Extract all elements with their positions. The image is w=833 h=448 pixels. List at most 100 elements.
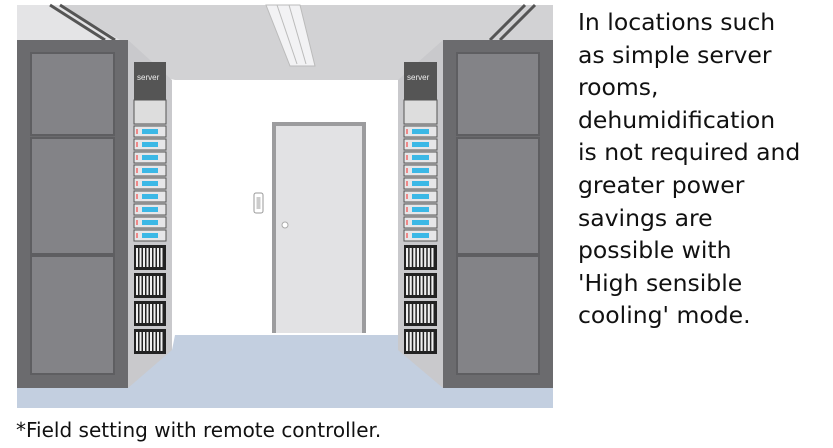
drive-slot <box>157 276 159 295</box>
drive-slot <box>157 332 159 351</box>
drive-slot <box>406 332 409 351</box>
server-led <box>136 129 138 134</box>
drive-slot <box>431 276 434 295</box>
description-line: dehumidification <box>578 105 776 134</box>
server-drive <box>412 168 429 173</box>
description-line: 'High sensible <box>578 268 743 297</box>
floor <box>17 335 553 408</box>
drive-slot <box>409 248 412 267</box>
rack-control-unit <box>403 99 438 125</box>
drive-slot <box>420 304 423 323</box>
rack-door-panel <box>456 137 540 255</box>
server-drive <box>142 142 158 147</box>
server-led <box>136 142 138 147</box>
server-drive <box>142 194 158 199</box>
drive-slot <box>409 332 412 351</box>
rack-label: server <box>137 73 160 82</box>
drive-slot <box>157 248 159 267</box>
door-knob <box>281 221 289 229</box>
door <box>272 122 366 333</box>
drive-slot <box>420 276 423 295</box>
drive-slot <box>420 248 423 267</box>
ceiling-edge <box>17 5 120 40</box>
server-drive <box>412 194 429 199</box>
drive-slot <box>413 304 416 323</box>
server-led <box>136 168 138 173</box>
description-line: savings are <box>578 203 713 232</box>
drive-slot <box>409 304 412 323</box>
server-led <box>136 220 138 225</box>
server-led <box>406 155 408 160</box>
drive-slot <box>160 276 163 295</box>
server-led <box>136 207 138 212</box>
left-server-rack: server <box>17 40 172 388</box>
description-line: rooms, <box>578 73 659 102</box>
drive-slot <box>160 304 163 323</box>
rack-door-panel <box>30 255 115 375</box>
drive-slot <box>146 276 149 295</box>
description-line: In locations such <box>578 8 776 36</box>
rack-label: server <box>407 73 430 82</box>
rack-control-unit <box>133 99 167 125</box>
drive-slot <box>424 248 427 267</box>
ceiling-rail <box>49 3 106 42</box>
drive-slot <box>420 332 423 351</box>
drive-slot <box>431 304 434 323</box>
drive-slot <box>139 332 142 351</box>
drive-slot <box>406 248 409 267</box>
server-led <box>406 181 408 186</box>
drive-slot <box>406 304 409 323</box>
drive-slot <box>153 248 156 267</box>
server-drive <box>142 220 158 225</box>
server-led <box>136 155 138 160</box>
drive-slot <box>160 332 163 351</box>
drive-slot <box>413 248 416 267</box>
drive-slot <box>143 332 145 351</box>
drive-slot <box>136 332 138 351</box>
drive-slot <box>427 276 430 295</box>
rack-door-panel <box>456 52 540 136</box>
server-drive <box>142 181 158 186</box>
server-drive <box>142 129 158 134</box>
rack-header-unit <box>134 62 166 100</box>
drive-slot <box>139 248 142 267</box>
drive-slot <box>153 332 156 351</box>
server-drive <box>142 233 158 238</box>
drive-slot <box>146 248 149 267</box>
right-server-rack: server <box>398 40 553 388</box>
drive-slot <box>416 248 419 267</box>
drive-slot <box>157 304 159 323</box>
drive-slot <box>150 276 152 295</box>
server-drive <box>412 207 429 212</box>
drive-slot <box>143 304 145 323</box>
description-line: greater power <box>578 170 745 199</box>
drive-slot <box>136 248 138 267</box>
drive-slot <box>424 304 427 323</box>
drive-slot <box>424 276 427 295</box>
ceiling-rail <box>59 3 116 42</box>
drive-slot <box>413 276 416 295</box>
drive-slot <box>136 304 138 323</box>
server-led <box>136 194 138 199</box>
drive-slot <box>150 332 152 351</box>
drive-slot <box>139 276 142 295</box>
description-text: In locations such as simple server rooms… <box>578 6 828 332</box>
server-drive <box>412 155 429 160</box>
description-line: cooling' mode. <box>578 301 751 330</box>
server-room-illustration: server server <box>17 3 553 408</box>
drive-slot <box>409 276 412 295</box>
ceiling-rail <box>488 3 527 42</box>
server-drive <box>142 207 158 212</box>
drive-slot <box>150 304 152 323</box>
drive-slot <box>427 304 430 323</box>
server-led <box>406 220 408 225</box>
drive-slot <box>431 332 434 351</box>
drive-slot <box>146 304 149 323</box>
drive-slot <box>416 332 419 351</box>
server-drive <box>412 181 429 186</box>
server-led <box>406 233 408 238</box>
drive-slot <box>143 248 145 267</box>
rack-door-panel <box>30 137 115 255</box>
drive-slot <box>406 276 409 295</box>
server-drive <box>412 142 429 147</box>
